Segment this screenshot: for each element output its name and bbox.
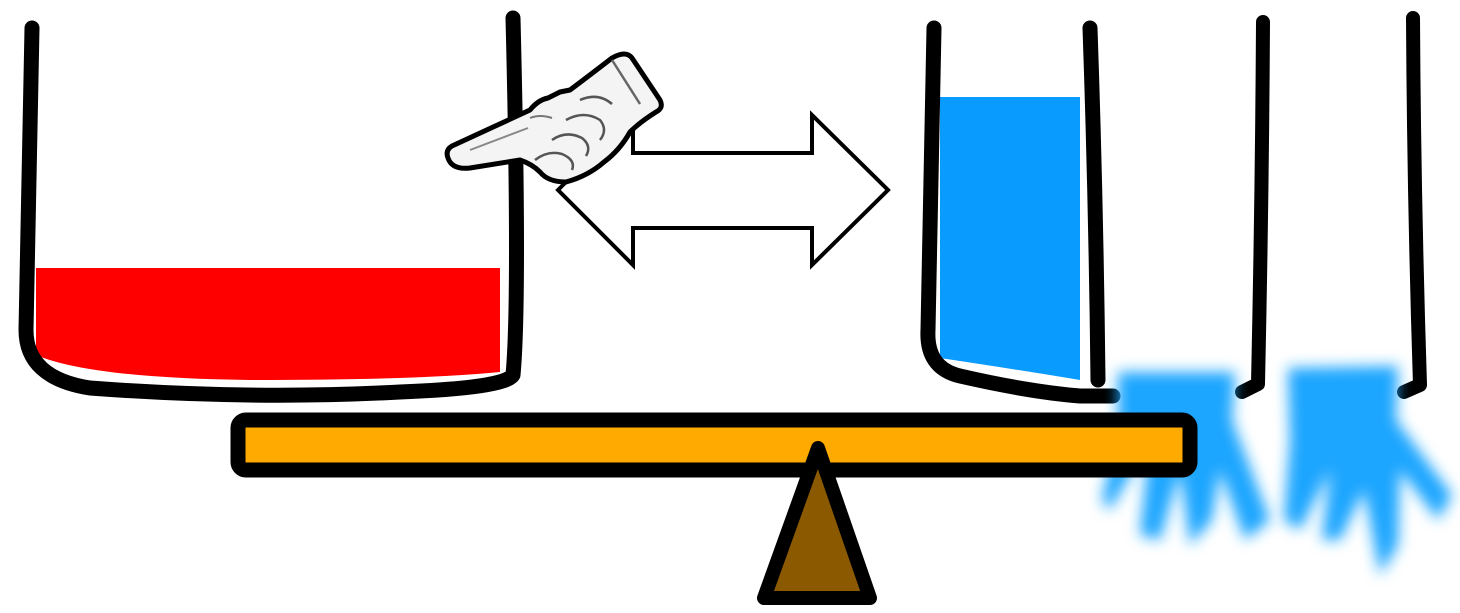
seesaw-fulcrum <box>757 441 877 605</box>
side-chamber-wall-2 <box>1397 11 1427 399</box>
right-container-divider <box>1082 20 1106 388</box>
side-chamber-wall-1 <box>1235 15 1270 399</box>
seesaw-beam <box>230 412 1198 478</box>
bidirectional-arrow <box>555 110 891 270</box>
left-container-liquid <box>36 268 500 380</box>
pointing-hand-icon <box>444 51 664 185</box>
left-container <box>18 10 524 403</box>
right-container <box>920 20 1121 404</box>
right-container-liquid <box>940 97 1080 380</box>
